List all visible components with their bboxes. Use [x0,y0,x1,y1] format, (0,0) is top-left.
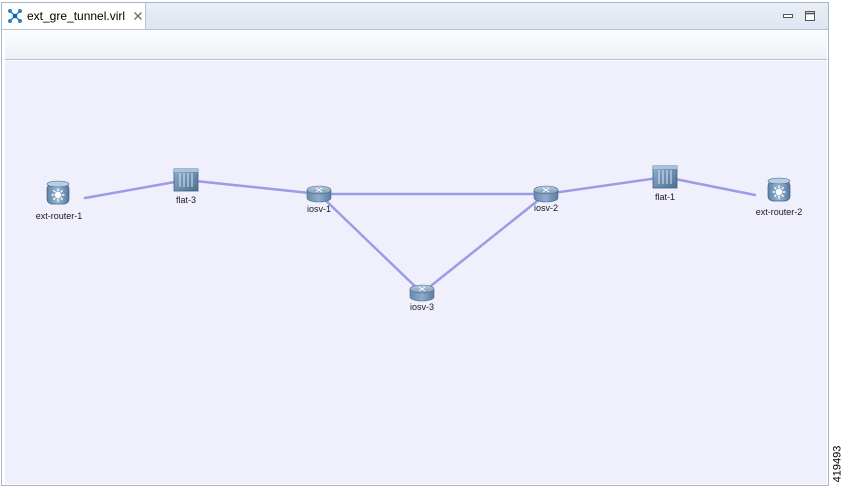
link-iosv-2-flat-1[interactable] [544,175,667,196]
link-flat-1-ext-router-2[interactable] [663,175,757,197]
node-label-ext-router-2: ext-router-2 [755,207,803,217]
topology-graph [46,165,791,302]
links-layer [83,175,757,295]
node-label-flat-1: flat-1 [654,192,676,202]
editor-toolbar [5,30,827,60]
tab-bar: ext_gre_tunnel.virl [2,3,828,30]
link-iosv-3-iosv-2[interactable] [420,192,548,295]
figure-id: 419493 [831,445,843,483]
maximize-icon[interactable] [804,10,816,22]
link-ext-router-1-flat-3[interactable] [83,178,188,200]
node-flat-3[interactable] [173,168,199,192]
tab-title: ext_gre_tunnel.virl [27,9,126,23]
node-label-flat-3: flat-3 [175,195,197,205]
topology-canvas[interactable]: ext-router-1 flat-3 iosv-1 iosv-2 iosv-3… [5,61,827,484]
node-label-iosv-1: iosv-1 [306,204,332,214]
node-iosv-1[interactable] [306,185,332,203]
link-flat-3-iosv-1[interactable] [184,178,321,196]
close-icon[interactable] [133,11,143,21]
node-label-ext-router-1: ext-router-1 [35,211,83,221]
editor-panel: ext_gre_tunnel.virl [1,2,829,486]
node-label-iosv-3: iosv-3 [409,302,435,312]
node-flat-1[interactable] [652,165,678,189]
link-iosv-1-iosv-3[interactable] [317,192,424,295]
node-iosv-2[interactable] [533,185,559,203]
minimize-icon[interactable] [782,10,794,22]
node-ext-router-1[interactable] [46,180,70,205]
node-iosv-3[interactable] [409,284,435,302]
node-label-iosv-2: iosv-2 [533,203,559,213]
nodes-layer [46,165,791,302]
topology-icon [8,9,22,23]
node-ext-router-2[interactable] [767,177,791,202]
tab-ext-gre-tunnel[interactable]: ext_gre_tunnel.virl [2,3,146,29]
